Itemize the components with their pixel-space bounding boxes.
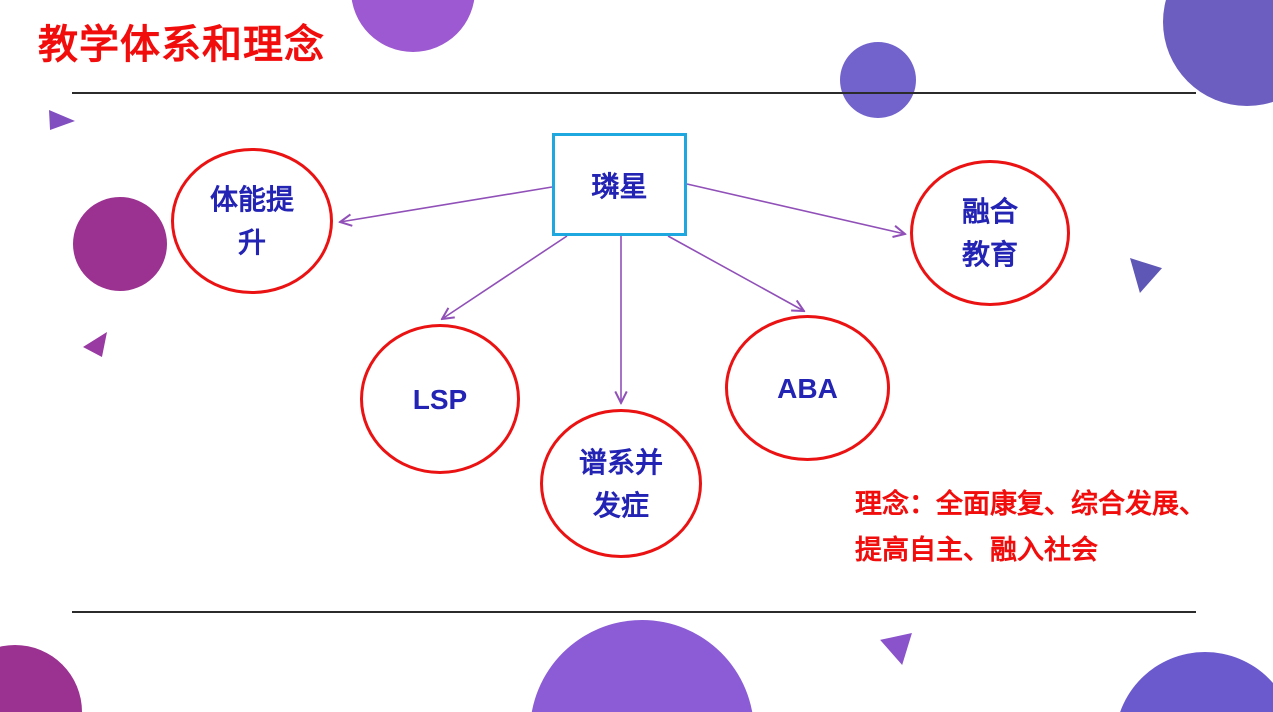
node-label-line: 谱系并 (578, 446, 663, 478)
diagram-node-ronghe: 融合 教育 (910, 160, 1070, 306)
decor-circle-bottom-center (530, 620, 754, 712)
page-title: 教学体系和理念 (38, 23, 325, 67)
concept-line-1: 理念：全面康复、综合发展、 (855, 489, 1206, 519)
node-label-line: 融合 (961, 196, 1018, 227)
node-label-line: 体能提 (209, 184, 294, 215)
arrow-to-ronghe (686, 183, 905, 234)
diagram-node-puxi: 谱系并 发症 (540, 409, 702, 558)
center-node-label: 璘星 (591, 170, 648, 202)
decor-triangle-bottom (880, 632, 912, 665)
node-label-line: 升 (237, 227, 266, 258)
arrow-to-lsp (442, 235, 568, 319)
diagram-node-aba: ABA (725, 315, 890, 461)
decor-triangle-right (1130, 258, 1162, 293)
decor-triangle-top-left (49, 110, 75, 130)
center-node: 璘星 (552, 133, 687, 236)
divider-bottom (72, 611, 1196, 613)
diagram-node-lsp: LSP (360, 324, 520, 474)
diagram-node-tineng: 体能提 升 (171, 148, 333, 294)
decor-circle-left (73, 197, 167, 291)
decor-circle-bottom-right (1115, 652, 1273, 712)
node-label-line: 发症 (592, 489, 649, 521)
divider-top (72, 92, 1196, 94)
node-label-line: 教育 (961, 239, 1018, 270)
arrow-to-aba (667, 235, 804, 311)
node-label-line: LSP (412, 383, 468, 415)
concept-text: 理念：全面康复、综合发展、 提高自主、融入社会 (855, 481, 1206, 573)
decor-circle-bottom-left (0, 645, 82, 712)
node-label-line: ABA (777, 372, 838, 404)
decor-circle-top-small (840, 42, 916, 118)
arrow-to-tineng (340, 186, 553, 222)
concept-line-2: 提高自主、融入社会 (855, 535, 1098, 565)
decor-triangle-mid-left (83, 332, 107, 357)
decor-circle-top-center (351, 0, 475, 52)
decor-circle-top-right (1163, 0, 1273, 106)
